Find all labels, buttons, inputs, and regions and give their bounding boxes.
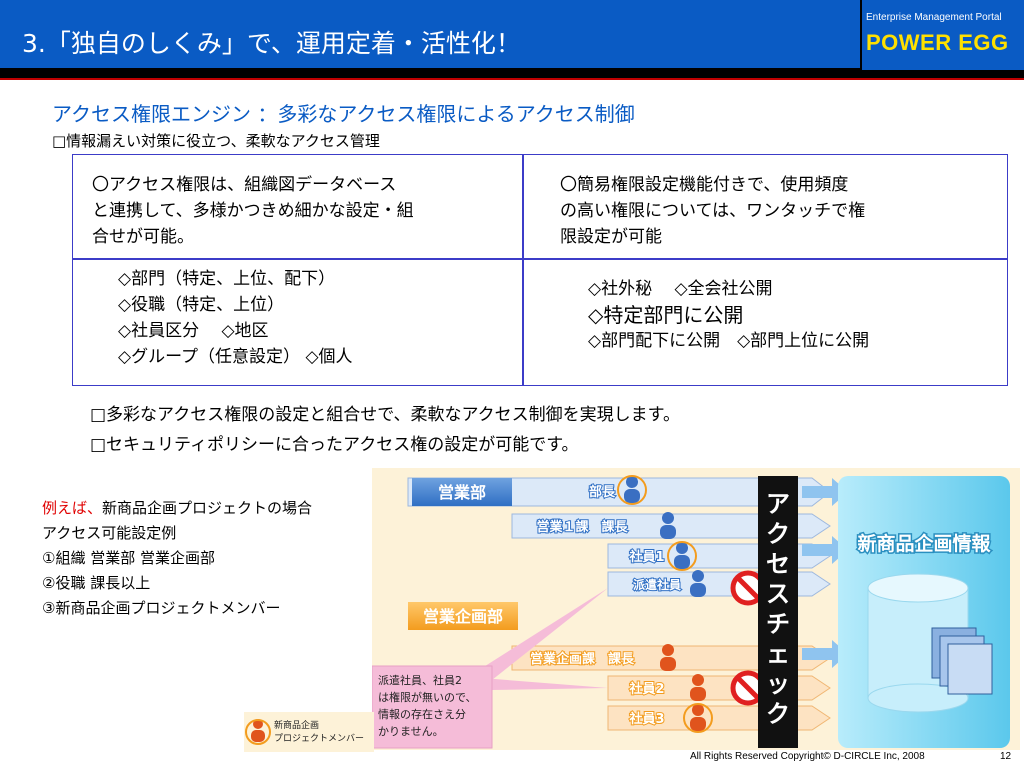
access-check-char: ク — [766, 520, 790, 548]
cell-line: ◇部門（特定、上位、配下） — [118, 269, 336, 289]
callout-line: 派遣社員、社員2 — [378, 673, 462, 687]
person-icon — [674, 542, 690, 569]
bullet-flexible-control: □多彩なアクセス権限の設定と組合せで、柔軟なアクセス制御を実現します。 — [90, 405, 680, 425]
page-number: 12 — [1000, 751, 1012, 762]
table-cell-permission-types: ◇部門（特定、上位、配下） ◇役職（特定、上位） ◇社員区分 ◇地区 ◇グループ… — [118, 266, 478, 370]
cell-line: ◇グループ（任意設定） ◇個人 — [118, 347, 353, 367]
example-line: アクセス可能設定例 — [42, 524, 177, 542]
access-check-char: ェ — [766, 640, 790, 668]
legend-line: プロジェクトメンバー — [274, 733, 364, 744]
legend-line: 新商品企画 — [274, 719, 319, 731]
callout-line: 情報の存在さえ分 — [378, 707, 466, 721]
callout-box — [372, 665, 493, 749]
cell-line: ◇特定部門に公開 — [588, 303, 744, 327]
person-icon — [690, 704, 706, 731]
person-icon — [251, 719, 265, 742]
member-highlight — [245, 719, 271, 745]
cell-line: の高い権限については、ワンタッチで権 — [560, 201, 866, 221]
arrow-right-icon — [802, 478, 848, 506]
callout-pointer — [482, 588, 608, 680]
callout-line: は権限が無いので、 — [378, 690, 477, 704]
access-check-char: ス — [766, 580, 790, 608]
access-check-barrier — [758, 476, 798, 748]
arrow-right-icon — [802, 536, 848, 564]
dept-head-label: 部長 — [589, 484, 616, 500]
legend: 新商品企画 プロジェクトメンバー — [244, 712, 374, 752]
access-check-char: セ — [766, 550, 790, 578]
header-accent-line — [0, 78, 1024, 80]
cell-line: ◇社員区分 ◇地区 — [118, 321, 269, 341]
cell-line: ◇社外秘 ◇全会社公開 — [588, 279, 773, 299]
cell-line: 限設定が可能 — [560, 227, 662, 247]
access-check-char: ア — [766, 490, 790, 518]
employee1-label: 社員1 — [628, 549, 664, 565]
example-heading: 例えば、新商品企画プロジェクトの場合 — [42, 496, 312, 521]
brand-name: POWER EGG — [866, 30, 1009, 55]
division1-label: 営業１課 課長 — [536, 519, 628, 535]
feature-table — [72, 154, 1008, 386]
title-band — [0, 0, 860, 68]
dept-planning-label: 営業企画部 — [423, 607, 503, 626]
table-cell-org-integration: 〇アクセス権限は、組織図データベース と連携して、多様かつきめ細かな設定・組 合… — [92, 172, 502, 250]
member-highlight — [667, 541, 697, 571]
employee2-label: 社員2 — [628, 681, 664, 697]
section-title: アクセス権限エンジン ：多彩なアクセス権限によるアクセス制御 — [52, 102, 635, 126]
legend-background — [244, 712, 374, 752]
example-text: 例えば、新商品企画プロジェクトの場合 アクセス可能設定例 ①組織 営業部 営業企… — [42, 496, 312, 621]
cell-line: と連携して、多様かつきめ細かな設定・組 — [92, 201, 414, 221]
info-panel-title: 新商品企画情報 — [857, 532, 991, 555]
access-check-char: ク — [766, 700, 790, 728]
access-check-char: チ — [766, 610, 790, 638]
temp-staff-label: 派遣社員 — [633, 577, 681, 592]
example-lead-rest: 新商品企画プロジェクトの場合 — [102, 499, 313, 517]
prohibited-icon — [730, 570, 766, 606]
callout-pointer — [482, 678, 608, 690]
table-row-divider — [72, 258, 1008, 260]
example-line: ③新商品企画プロジェクトメンバー — [42, 599, 281, 617]
person-icon — [660, 512, 676, 539]
example-line: ①組織 営業部 営業企画部 — [42, 549, 215, 567]
brand-subtitle: Enterprise Management Portal — [866, 12, 1002, 23]
table-cell-quick-setting: 〇簡易権限設定機能付きで、使用頻度 の高い権限については、ワンタッチで権 限設定… — [560, 172, 980, 250]
example-line: ②役職 課長以上 — [42, 574, 151, 592]
access-check-char: ッ — [766, 670, 790, 698]
person-icon — [624, 476, 640, 503]
table-cell-quick-options: ◇社外秘 ◇全会社公開 ◇特定部門に公開 ◇部門配下に公開 ◇部門上位に公開 — [588, 276, 988, 354]
arrow-right-icon — [802, 640, 848, 668]
employee3-label: 社員3 — [628, 711, 664, 727]
copyright-text: All Rights Reserved Copyright© D-CIRCLE … — [690, 751, 925, 762]
cell-line: 合せが可能。 — [92, 227, 194, 247]
example-lead: 例えば、 — [42, 499, 103, 517]
dept-planning-box — [408, 602, 518, 630]
callout-line: かりません。 — [378, 725, 444, 738]
cell-line: 〇簡易権限設定機能付きで、使用頻度 — [560, 175, 849, 195]
dept-sales-label: 営業部 — [438, 483, 486, 502]
header-divider — [0, 70, 1024, 78]
division2-label: 営業企画課 課長 — [530, 651, 635, 667]
bullet-security-policy: □セキュリティポリシーに合ったアクセス権の設定が可能です。 — [90, 435, 579, 455]
person-icon — [690, 570, 706, 597]
dept-sales-box — [412, 478, 512, 506]
brand-logo — [862, 0, 1024, 70]
member-highlight — [617, 475, 647, 505]
table-column-divider — [522, 154, 524, 386]
slide-title: 3.「独自のしくみ」で、運用定着・活性化！ — [22, 29, 521, 58]
folder-icon — [931, 627, 993, 695]
diagram-graphic: 営業部 部長 営業１課 課長 社員1 派遣社員 営業企画部 営業企画課 課長 社… — [372, 475, 1010, 749]
section-subtitle: □情報漏えい対策に役立つ、柔軟なアクセス管理 — [52, 132, 380, 150]
cell-line: 〇アクセス権限は、組織図データベース — [92, 175, 397, 195]
person-icon — [690, 674, 706, 701]
member-highlight — [683, 703, 713, 733]
cell-line: ◇役職（特定、上位） — [118, 295, 285, 315]
person-icon — [660, 644, 676, 671]
cell-line: ◇部門配下に公開 ◇部門上位に公開 — [588, 331, 870, 351]
